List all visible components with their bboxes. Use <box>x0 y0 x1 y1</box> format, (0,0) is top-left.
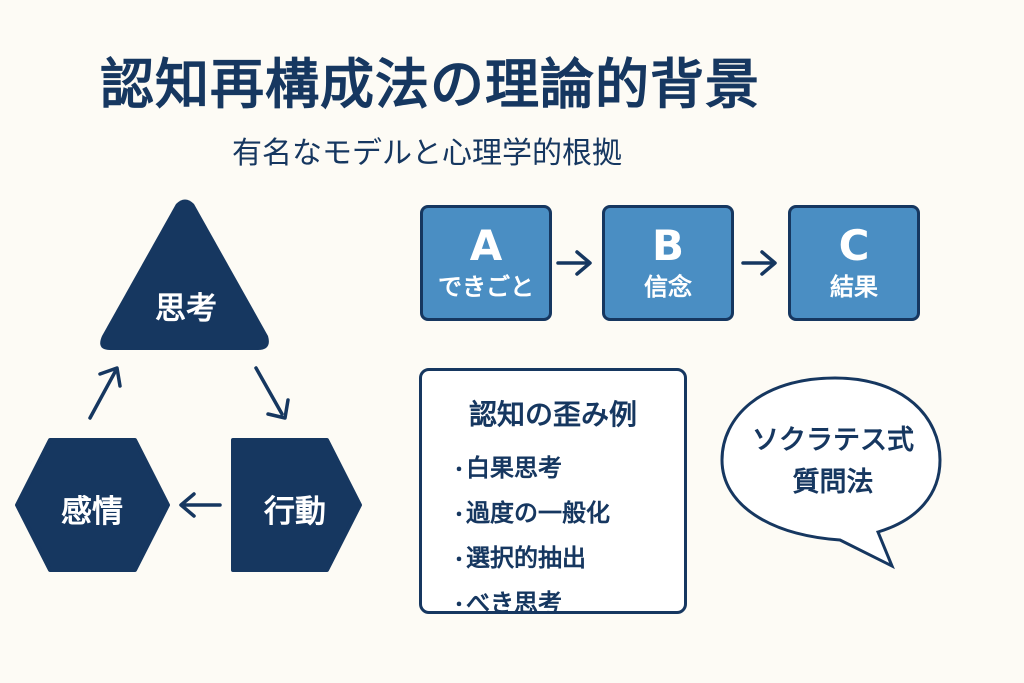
page-subtitle: 有名なモデルと心理学的根拠 <box>232 136 622 171</box>
arrowhead-a-to-b <box>575 250 592 276</box>
distortions-box: 認知の歪み例 ・白果思考 ・過度の一般化 ・選択的抽出 ・べき思考 <box>419 368 687 617</box>
list-item: ・べき思考 <box>450 582 610 627</box>
abc-label-b: 信念 <box>644 273 692 301</box>
distortion-item: べき思考 <box>466 589 562 617</box>
list-item: ・選択的抽出 <box>450 537 610 582</box>
abc-letter-c: C <box>838 221 870 270</box>
speech-bubble <box>720 376 942 570</box>
distortion-item: 白果思考 <box>466 454 562 482</box>
socratic-line-1: ソクラテス式 <box>752 425 914 456</box>
bullet-icon: ・ <box>450 460 468 481</box>
behavior-label: 行動 <box>264 494 326 530</box>
abc-label-c: 結果 <box>830 273 878 301</box>
thought-triangle <box>100 199 269 350</box>
arrowhead-behavior-to-emotion <box>179 492 196 518</box>
list-item: ・白果思考 <box>450 447 610 492</box>
bullet-icon: ・ <box>450 505 468 526</box>
arrowhead-b-to-c <box>760 250 777 276</box>
abc-letter-b: B <box>651 221 684 270</box>
abc-box-a: A できごと <box>420 205 552 321</box>
abc-box-b: B 信念 <box>602 205 734 321</box>
list-item: ・過度の一般化 <box>450 492 610 537</box>
arrowhead-thought-to-behavior <box>266 398 290 420</box>
bullet-icon: ・ <box>450 595 468 616</box>
arrow-thought-to-behavior <box>254 366 284 416</box>
distortion-item: 過度の一般化 <box>466 499 610 527</box>
abc-box-c: C 結果 <box>788 205 920 321</box>
emotion-hexagon <box>15 438 170 572</box>
arrowhead-emotion-to-thought <box>98 366 122 388</box>
distortions-list: ・白果思考 ・過度の一般化 ・選択的抽出 ・べき思考 <box>450 447 610 627</box>
socratic-text: ソクラテス式 質問法 <box>730 420 936 504</box>
behavior-hexagon <box>231 438 362 572</box>
abc-letter-a: A <box>469 221 503 270</box>
abc-label-a: できごと <box>438 273 534 301</box>
distortions-title: 認知の歪み例 <box>468 398 637 431</box>
emotion-label: 感情 <box>61 494 123 530</box>
thought-label: 思考 <box>155 291 217 327</box>
page-title: 認知再構成法の理論的背景 <box>100 53 760 116</box>
distortion-item: 選択的抽出 <box>466 544 586 572</box>
bullet-icon: ・ <box>450 550 468 571</box>
socratic-line-2: 質問法 <box>792 467 874 498</box>
arrow-emotion-to-thought <box>88 370 117 420</box>
